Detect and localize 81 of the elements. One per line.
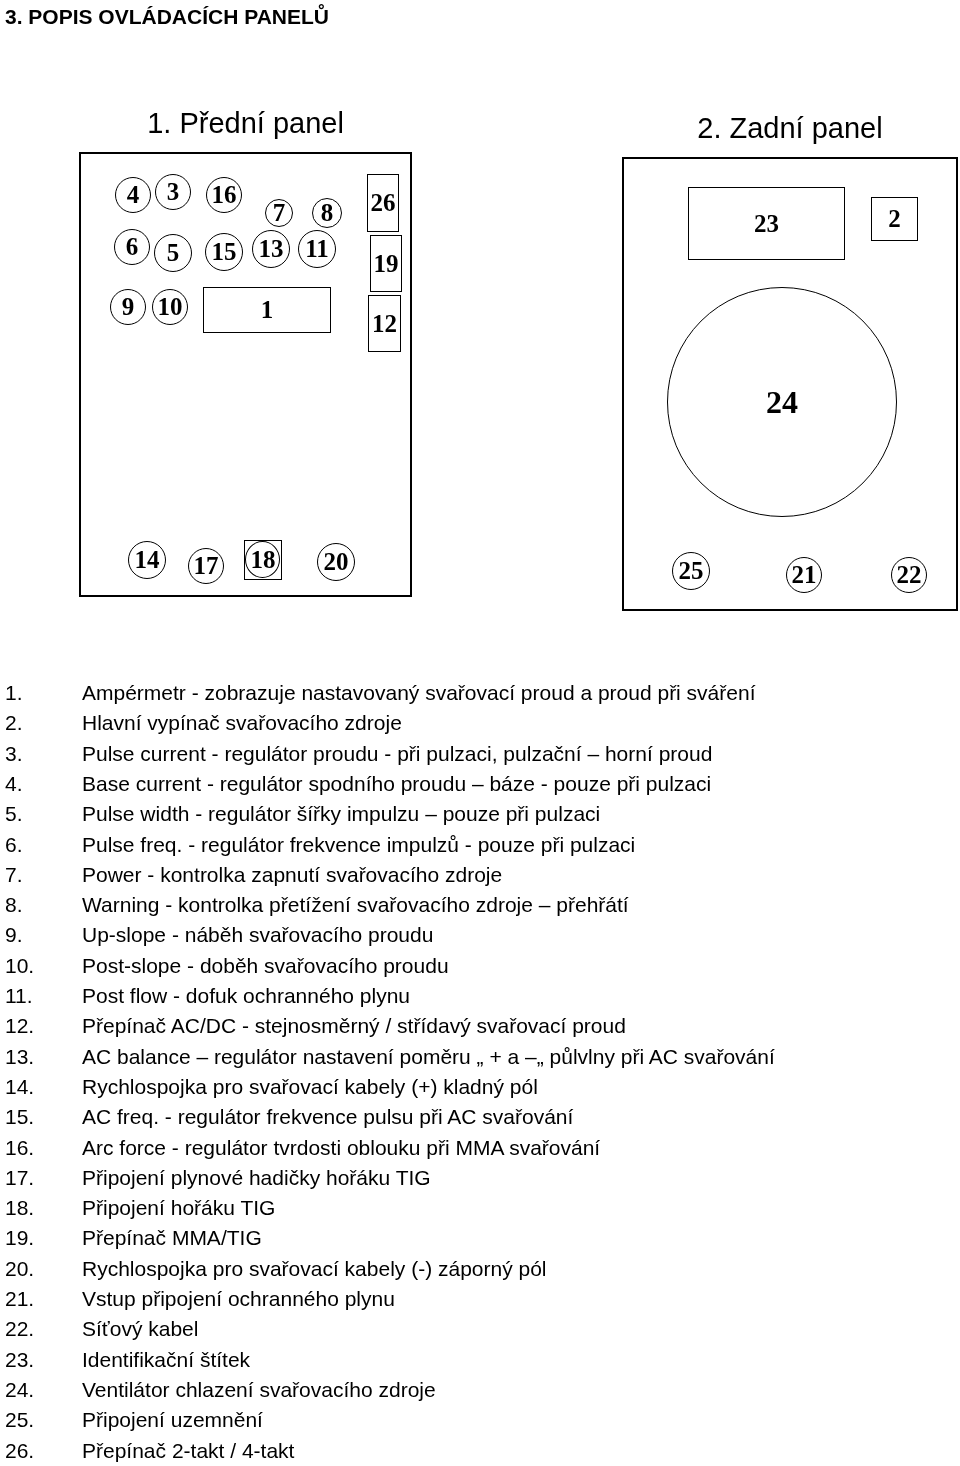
list-number: 8.	[5, 893, 23, 918]
list-text: Připojení uzemnění	[82, 1408, 263, 1433]
list-number: 24.	[5, 1377, 35, 1402]
list-text: Base current - regulátor spodního proudu – báze - pouze při pulzaci	[82, 771, 712, 796]
numbered-box: 23	[688, 187, 845, 260]
numbered-circle: 21	[786, 557, 822, 593]
list-number: 25.	[5, 1408, 35, 1433]
list-text: Post-slope - doběh svařovacího proudu	[82, 953, 449, 978]
numbered-circle: 17	[188, 548, 224, 584]
numbered-circle: 10	[152, 289, 188, 325]
numbered-circle: 15	[205, 233, 243, 271]
numbered-circle: 11	[298, 230, 336, 268]
numbered-circle: 5	[154, 234, 192, 272]
list-number: 15.	[5, 1105, 35, 1130]
list-number: 6.	[5, 832, 23, 857]
list-number: 12.	[5, 1014, 35, 1039]
list-text: Power - kontrolka zapnutí svařovacího zdroje	[82, 862, 503, 887]
numbered-circle: 20	[317, 543, 355, 581]
list-text: Hlavní vypínač svařovacího zdroje	[82, 711, 402, 736]
list-number: 5.	[5, 802, 23, 827]
list-text: Rychlospojka pro svařovací kabely (+) kladný pól	[82, 1074, 538, 1099]
list-text: Vstup připojení ochranného plynu	[82, 1287, 395, 1311]
list-text: Post flow - dofuk ochranného plynu	[82, 984, 411, 1008]
list-text: Připojení hořáku TIG	[82, 1196, 276, 1221]
numbered-circle: 7	[265, 199, 293, 227]
list-text: Přepínač AC/DC - stejnosměrný / střídavý svařovací proud	[82, 1014, 626, 1039]
list-number: 4.	[5, 771, 23, 796]
list-number: 20.	[5, 1256, 35, 1281]
list-text: Ventilátor chlazení svařovacího zdroje	[82, 1377, 436, 1402]
numbered-box: 19	[370, 235, 402, 292]
list-text: Rychlospojka pro svařovací kabely (-) záporný pól	[82, 1256, 547, 1281]
numbered-socket: 18	[244, 540, 282, 580]
list-number: 21.	[5, 1287, 35, 1311]
list-text: Warning - kontrolka přetížení svařovacího zdroje – přehřátí	[82, 893, 629, 918]
numbered-circle: 13	[252, 230, 290, 268]
numbered-circle: 14	[128, 541, 166, 579]
list-number: 11.	[5, 984, 33, 1008]
list-text: Arc force - regulátor tvrdosti oblouku při MMA svařování	[82, 1135, 601, 1160]
numbered-circle: 6	[114, 229, 150, 265]
list-number: 22.	[5, 1317, 35, 1342]
list-text: Připojení plynové hadičky hořáku TIG	[82, 1165, 431, 1190]
list-text: Up-slope - náběh svařovacího proudu	[82, 923, 434, 948]
list-number: 23.	[5, 1347, 35, 1372]
numbered-circle: 16	[206, 177, 242, 213]
list-text: AC freq. - regulátor frekvence pulsu při AC svařování	[82, 1105, 574, 1130]
list-number: 2.	[5, 711, 23, 736]
list-text: Ampérmetr - zobrazuje nastavovaný svařovací proud a proud při sváření	[82, 681, 756, 705]
list-number: 16.	[5, 1135, 35, 1160]
list-number: 17.	[5, 1165, 35, 1190]
list-number: 18.	[5, 1196, 35, 1221]
list-text: Pulse current - regulátor proudu - při pulzaci, pulzační – horní proud	[82, 741, 713, 766]
list-number: 13.	[5, 1044, 35, 1069]
list-number: 10.	[5, 953, 35, 978]
list-number: 19.	[5, 1226, 35, 1251]
numbered-box: 12	[368, 295, 401, 352]
list-text: Síťový kabel	[82, 1317, 199, 1342]
list-number: 14.	[5, 1074, 35, 1099]
numbered-circle: 8	[312, 198, 342, 228]
list-number: 7.	[5, 862, 23, 887]
numbered-circle: 4	[115, 177, 151, 213]
numbered-box: 2	[871, 197, 918, 241]
numbered-circle: 9	[110, 289, 146, 325]
numbered-circle: 22	[891, 557, 927, 593]
list-text: Pulse freq. - regulátor frekvence impulzů - pouze při pulzaci	[82, 832, 636, 857]
panel-heading: 1. Přední panel	[146, 107, 345, 140]
list-number: 26.	[5, 1438, 35, 1463]
list-text: Identifikační štítek	[82, 1347, 251, 1372]
list-text: Přepínač 2-takt / 4-takt	[82, 1438, 295, 1463]
numbered-circle: 25	[672, 552, 710, 590]
numbered-box: 1	[203, 287, 331, 333]
page-heading: 3. POPIS OVLÁDACÍCH PANELŮ	[5, 5, 329, 29]
list-text: Přepínač MMA/TIG	[82, 1226, 262, 1251]
list-text: AC balance – regulátor nastavení poměru „ + a –„ půlvlny při AC svařování	[82, 1044, 775, 1069]
list-number: 9.	[5, 923, 23, 948]
list-number: 1.	[5, 681, 23, 705]
numbered-box: 26	[367, 174, 399, 232]
numbered-circle: 3	[155, 174, 191, 210]
list-text: Pulse width - regulátor šířky impulzu – pouze při pulzaci	[82, 802, 601, 827]
panel-heading: 2. Zadní panel	[696, 112, 884, 145]
list-number: 3.	[5, 741, 23, 766]
numbered-circle: 24	[667, 287, 897, 517]
